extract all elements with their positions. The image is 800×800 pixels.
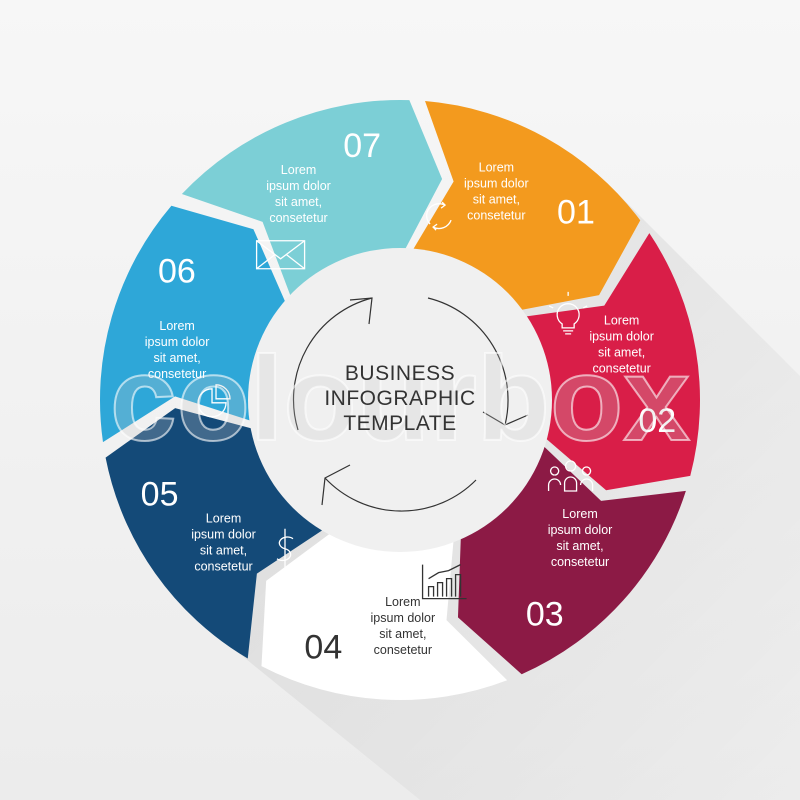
segment-number: 06 (158, 252, 196, 290)
segment-text-line: Lorem (281, 163, 316, 177)
segment-text-line: Lorem (385, 595, 420, 609)
segment-text-line: ipsum dolor (464, 176, 529, 190)
segment-01[interactable]: Lorem ipsum dolor sit amet, consetetur 01 (412, 101, 641, 311)
segment-text-line: consetetur (269, 211, 327, 225)
refresh-cycle-icon (426, 201, 452, 231)
envelope-icon (255, 240, 306, 270)
lightbulb-icon (548, 291, 588, 335)
segment-text-line: sit amet, (556, 539, 603, 553)
segment-02-shape (524, 233, 700, 491)
segment-text-line: consetetur (467, 208, 525, 222)
segment-03-shape (457, 445, 686, 675)
segment-text-line: Lorem (562, 507, 597, 521)
segment-text-line: consetetur (194, 559, 252, 573)
center-title-line-3: TEMPLATE (343, 412, 456, 435)
watermark: colourbox (110, 332, 690, 466)
segment-text-line: ipsum dolor (145, 335, 210, 349)
segment-01-shape (412, 101, 641, 311)
cycle-arrows-icon (292, 297, 529, 512)
segment-05[interactable]: Lorem ipsum dolor sit amet, consetetur 05 (105, 408, 324, 659)
segment-03[interactable]: Lorem ipsum dolor sit amet, consetetur 03 (457, 445, 686, 675)
segment-07[interactable]: Lorem ipsum dolor sit amet, consetetur 07 (181, 99, 443, 298)
segment-04[interactable]: Lorem ipsum dolor sit amet, consetetur 04 (261, 533, 508, 701)
segment-05-shape (105, 408, 324, 659)
people-group-icon (547, 460, 594, 492)
segment-text-line: ipsum dolor (589, 329, 654, 343)
segment-text-line: ipsum dolor (371, 611, 436, 625)
segment-text-line: sit amet, (153, 351, 200, 365)
segment-text-line: ipsum dolor (266, 179, 331, 193)
segment-number: 01 (557, 193, 595, 231)
pie-chart-icon (197, 384, 231, 418)
segment-number: 02 (638, 402, 676, 440)
segment-text-line: ipsum dolor (191, 527, 256, 541)
center-title-line-1: BUSINESS (345, 362, 455, 385)
segment-number: 03 (526, 596, 564, 634)
bar-chart-icon (421, 564, 467, 600)
segment-text-line: consetetur (592, 361, 650, 375)
segment-text-line: Lorem (206, 511, 241, 525)
segment-text-line: sit amet, (379, 627, 426, 641)
segment-text-line: sit amet, (200, 543, 247, 557)
segment-text-line: ipsum dolor (548, 523, 613, 537)
segment-text-line: Lorem (604, 313, 639, 327)
segment-text-line: consetetur (374, 643, 432, 657)
segment-06-shape (99, 205, 286, 443)
segment-text-line: Lorem (479, 160, 514, 174)
segment-number: 04 (304, 628, 342, 666)
segment-number: 05 (141, 476, 179, 514)
segment-text-line: consetetur (148, 367, 206, 381)
dollar-icon (276, 528, 294, 569)
segment-text-line: sit amet, (473, 192, 520, 206)
center-title-line-2: INFOGRAPHIC (324, 387, 475, 410)
segment-text-line: consetetur (551, 555, 609, 569)
segment-06[interactable]: Lorem ipsum dolor sit amet, consetetur 06 (99, 205, 286, 443)
segment-07-shape (181, 99, 443, 298)
segment-text-line: sit amet, (275, 195, 322, 209)
segment-text-line: sit amet, (598, 345, 645, 359)
segment-04-shape (261, 533, 508, 701)
segment-number: 07 (343, 127, 381, 165)
segment-02[interactable]: Lorem ipsum dolor sit amet, consetetur 02 (524, 233, 700, 491)
segment-text-line: Lorem (159, 319, 194, 333)
